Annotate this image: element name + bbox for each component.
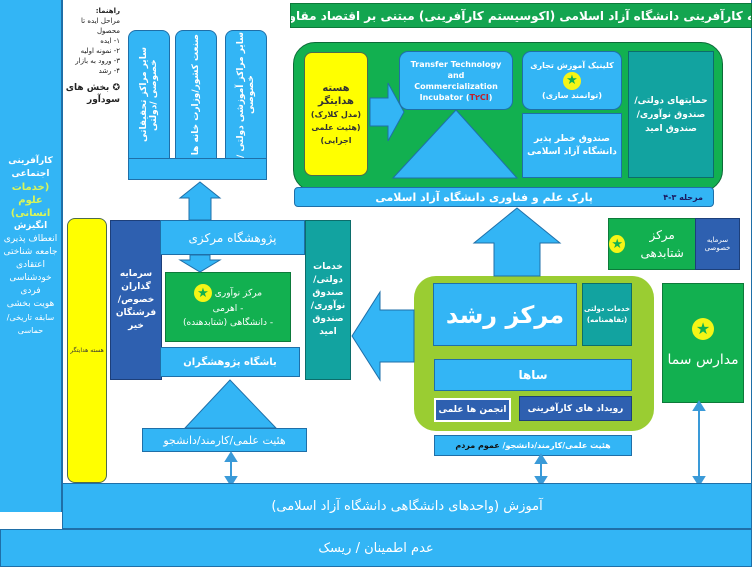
innovation-center-box: مرکز نوآوری ★ - اهرمی - دانشگاهی (شتابده… — [165, 272, 291, 342]
education-bar: آموزش (واحدهای دانشگاهی دانشگاه آزاد اسل… — [62, 483, 752, 529]
research-evaluation-text: ارزیابی — [215, 410, 245, 419]
legend-step: ۱- ایده — [100, 37, 120, 45]
page-title: شبکه کارآفرینی دانشگاه آزاد اسلامی (اکوس… — [290, 3, 752, 28]
pillar-base — [128, 158, 267, 180]
risk-fund-label: صندوق خطر پذیر دانشگاه آزاد اسلامی — [527, 133, 617, 157]
t2ci-line: and — [447, 70, 465, 80]
t2ci-code: T۲CI — [469, 92, 489, 102]
events-label: رویداد های کارآفرینی — [527, 403, 624, 414]
growth-center-box: مرکز رشد — [433, 283, 577, 346]
pillar-label: سایر مراکز آموزشی دولتی / خصوصی — [236, 32, 256, 158]
growth-members-label: هئیت علمی/کارمند/دانشجو/ — [502, 441, 611, 450]
social-item: انعطاف پذیری — [3, 234, 58, 244]
legend-subheading: مراحل ایده تا محصول — [81, 17, 120, 35]
pillar-education-centers: سایر مراکز آموزشی دولتی / خصوصی — [225, 30, 267, 160]
pillar-label: سایر مراکز تحقیقاتی خصوصی /دولتی — [139, 47, 159, 143]
core-guide-small: هسته هدایتگر — [67, 218, 107, 483]
research-evaluation-label: ارزیابی — [205, 410, 255, 419]
private-capital-box: سرمایه خصوصی — [695, 218, 740, 270]
accelerator-title: مرکز شتابدهی — [640, 228, 684, 260]
legend-heading: راهنما: — [95, 7, 120, 15]
social-item: خودشناسی فردی — [9, 273, 52, 296]
research-members-box: هئیت علمی/کارمند/دانشجو — [142, 428, 307, 452]
legend-profitable: بخش های سودآور — [65, 83, 120, 105]
societies-box: انجمن ها علمی — [434, 398, 511, 422]
central-research-box: پژوهشگاه مرکزی — [160, 220, 305, 255]
star-icon: ★ — [563, 71, 581, 90]
investors-box: سرمایه گذاران خصوص/ فرشتگان خیر — [110, 220, 162, 380]
science-park-bar: مرحله ۳-۴ پارک علم و فناوری دانشگاه آزاد… — [294, 187, 714, 207]
social-highlight: (خدمات علوم انسانی) — [10, 182, 51, 219]
growth-gov-label: خدمات دولتی (تفاهمنامه) — [583, 304, 631, 324]
innovation-item: اهرمی — [212, 304, 238, 314]
t2ci-line: Commercialization — [414, 81, 498, 91]
sama-schools-box: ★ مدارس سما — [662, 283, 744, 403]
t2ci-line: Transfer Technology — [410, 59, 502, 69]
innovation-title: مرکز نوآوری — [214, 288, 263, 299]
gov-support-box: حمایتهای دولتی/ صندوق نوآوری/ صندوق امید — [628, 51, 714, 178]
research-members-label: هئیت علمی/کارمند/دانشجو — [163, 433, 286, 447]
core-guide-sub: (مدل کلارک) (هئیت علمی اجرایی) — [310, 109, 362, 145]
t2ci-line: Incubator ( — [419, 92, 470, 102]
events-box: رویداد های کارآفرینی — [519, 396, 632, 421]
gov-services-box: خدمات دولتی/ صندوق نوآوری/ صندوق امید — [305, 220, 351, 380]
growth-gov-box: خدمات دولتی (تفاهمنامه) — [582, 283, 632, 346]
growth-center-title: مرکز رشد — [445, 300, 565, 329]
sama-label: مدارس سما — [667, 352, 739, 368]
pillar-label: صنعت کشور/وزارت خانه ها — [191, 34, 201, 156]
uncertainty-label: عدم اطمینان / ریسک — [318, 540, 434, 556]
growth-members-box: هئیت علمی/کارمند/دانشجو/ عموم مردم — [434, 435, 632, 456]
evaluation-label: ارزیابی (محصول/فردی) — [416, 146, 496, 170]
investors-label: سرمایه گذاران خصوص/ فرشتگان خیر — [115, 268, 157, 331]
social-item: سابقه تاریخی/حماسی — [6, 313, 55, 335]
social-item: اعتقادی — [16, 260, 45, 270]
clinic-title: کلینیک آموزش تجاری — [530, 60, 614, 70]
researchers-club-label: باشگاه پژوهشگران — [183, 356, 277, 368]
social-item: هویت بخشی — [6, 299, 55, 309]
science-park-title: پارک علم و فناوری دانشگاه آزاد اسلامی — [375, 190, 593, 204]
star-icon: ★ — [193, 284, 212, 302]
legend: راهنما: مراحل ایده تا محصول ۱- ایده ۲- ن… — [64, 6, 120, 106]
star-icon: ★ — [692, 318, 714, 340]
saha-label: ساها — [518, 368, 548, 382]
gov-services-label: خدمات دولتی/ صندوق نوآوری/ صندوق امید — [310, 262, 346, 337]
societies-label: انجمن ها علمی — [438, 405, 507, 415]
innovation-item: دانشگاهی (شتابدهنده) — [182, 318, 267, 328]
clinic-box: کلینیک آموزش تجاری ★ (توانمند سازی) — [522, 51, 622, 110]
pillar-research-centers: سایر مراکز تحقیقاتی خصوصی /دولتی — [128, 30, 170, 160]
social-entrepreneurship-panel: کارآفرینی اجتماعی (خدمات علوم انسانی) ان… — [0, 0, 62, 512]
social-title: کارآفرینی اجتماعی — [8, 156, 53, 179]
star-icon: ✪ — [112, 83, 120, 93]
evaluation-sub: (محصول/فردی) — [424, 159, 488, 168]
core-guide-title: هسته هدایتگر — [317, 82, 354, 107]
legend-step: ۴- رشد — [98, 67, 120, 75]
core-guide: هسته هدایتگر (مدل کلارک) (هئیت علمی اجرا… — [304, 52, 368, 176]
pillar-industry: صنعت کشور/وزارت خانه ها — [175, 30, 217, 160]
legend-step: ۲- نمونه اولیه — [80, 47, 120, 55]
accelerator-box: مرکز شتابدهی ★ — [608, 218, 696, 270]
gov-support-label: حمایتهای دولتی/ صندوق نوآوری/ صندوق امید — [634, 95, 708, 134]
core-guide-small-label: هسته هدایتگر — [70, 347, 104, 354]
education-label: آموزش (واحدهای دانشگاهی دانشگاه آزاد اسل… — [271, 498, 543, 514]
central-research-label: پژوهشگاه مرکزی — [188, 230, 277, 245]
clinic-sub: (توانمند سازی) — [542, 90, 602, 100]
evaluation-title: ارزیابی — [441, 147, 471, 156]
stage-label: مرحله ۳-۴ — [663, 192, 703, 202]
risk-fund-box: صندوق خطر پذیر دانشگاه آزاد اسلامی — [522, 113, 622, 178]
legend-step: ۳- ورود به بازار — [75, 57, 120, 65]
public-label: عموم مردم — [455, 441, 500, 450]
social-item: انگیزش — [13, 221, 48, 231]
saha-box: ساها — [434, 359, 632, 391]
t2ci-line: ) — [488, 92, 493, 102]
star-icon: ★ — [609, 235, 626, 253]
uncertainty-bar: عدم اطمینان / ریسک — [0, 529, 752, 567]
researchers-club-box: باشگاه پژوهشگران — [160, 347, 300, 377]
social-item: جامعه شناختی — [3, 247, 58, 257]
private-capital-label: سرمایه خصوصی — [704, 236, 731, 252]
t2ci-box: Transfer Technology and Commercializatio… — [399, 51, 513, 110]
